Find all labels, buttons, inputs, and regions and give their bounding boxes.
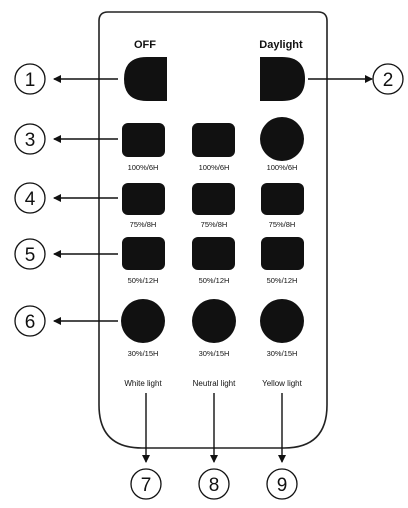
callout-1-number: 1 <box>25 70 36 91</box>
yellow-50-label: 50%/12H <box>267 276 298 285</box>
yellow-50-button[interactable] <box>261 237 304 270</box>
white-100-button[interactable] <box>122 123 165 157</box>
yellow-100-label: 100%/6H <box>267 163 298 172</box>
yellow-30-label: 30%/15H <box>267 349 298 358</box>
callout-6-number: 6 <box>25 312 36 333</box>
callout-8-number: 8 <box>209 475 220 496</box>
white-75-label: 75%/8H <box>130 220 157 229</box>
yellow-100-button[interactable] <box>260 117 304 161</box>
callout-1: 1 <box>14 63 46 95</box>
white-30-label: 30%/15H <box>128 349 159 358</box>
callout-2: 2 <box>372 63 404 95</box>
neutral-30-label: 30%/15H <box>199 349 230 358</box>
callout-2-number: 2 <box>383 70 394 91</box>
yellow-light-label: Yellow light <box>262 379 303 388</box>
yellow-75-button[interactable] <box>261 183 304 215</box>
white-30-button[interactable] <box>121 299 165 343</box>
neutral-75-label: 75%/8H <box>201 220 228 229</box>
callout-4-number: 4 <box>25 189 36 210</box>
callout-9: 9 <box>266 468 298 500</box>
neutral-100-label: 100%/6H <box>199 163 230 172</box>
yellow-30-button[interactable] <box>260 299 304 343</box>
white-50-label: 50%/12H <box>128 276 159 285</box>
neutral-light-label: Neutral light <box>193 379 236 388</box>
neutral-75-button[interactable] <box>192 183 235 215</box>
white-50-button[interactable] <box>122 237 165 270</box>
white-light-label: White light <box>124 379 162 388</box>
off-label: OFF <box>134 39 156 51</box>
callout-7: 7 <box>130 468 162 500</box>
neutral-50-button[interactable] <box>192 237 235 270</box>
remote-body <box>98 11 328 449</box>
callout-9-number: 9 <box>277 475 288 496</box>
callout-3-number: 3 <box>25 130 36 151</box>
yellow-75-label: 75%/8H <box>269 220 296 229</box>
neutral-30-button[interactable] <box>192 299 236 343</box>
callout-5: 5 <box>14 238 46 270</box>
callout-7-number: 7 <box>141 475 152 496</box>
daylight-label: Daylight <box>259 39 303 51</box>
callout-8: 8 <box>198 468 230 500</box>
callout-6: 6 <box>14 305 46 337</box>
neutral-100-button[interactable] <box>192 123 235 157</box>
neutral-50-label: 50%/12H <box>199 276 230 285</box>
white-100-label: 100%/6H <box>128 163 159 172</box>
callout-3: 3 <box>14 123 46 155</box>
callout-5-number: 5 <box>25 245 36 266</box>
callout-4: 4 <box>14 182 46 214</box>
off-button[interactable] <box>124 57 167 101</box>
daylight-button[interactable] <box>260 57 305 101</box>
white-75-button[interactable] <box>122 183 165 215</box>
